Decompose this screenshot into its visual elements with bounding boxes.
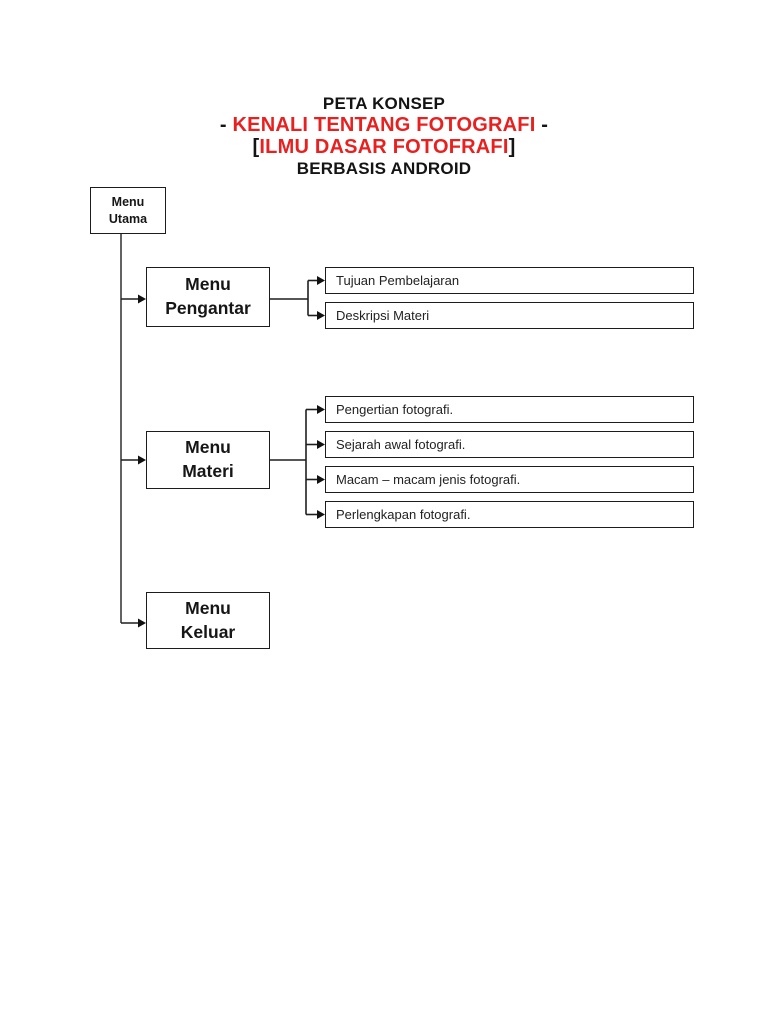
- title-line-3-close-bracket: ]: [508, 136, 516, 158]
- leaf-deskripsi-materi: Deskripsi Materi: [325, 302, 694, 329]
- arrow-to-tujuan-pembelajaran: [308, 276, 325, 285]
- node-menu-pengantar: Menu Pengantar: [146, 267, 270, 327]
- node-menu-materi: Menu Materi: [146, 431, 270, 489]
- arrow-to-deskripsi-materi: [308, 311, 325, 320]
- arrow-to-sejarah-awal-fotografi: [306, 440, 325, 449]
- arrow-to-menu-pengantar: [121, 294, 146, 304]
- diagram-title-block: PETA KONSEP - KENALI TENTANG FOTOGRAFI -…: [0, 93, 768, 179]
- leaf-macam-macam-jenis-fotografi: Macam – macam jenis fotografi.: [325, 466, 694, 493]
- node-menu-keluar: Menu Keluar: [146, 592, 270, 649]
- leaf-tujuan-pembelajaran: Tujuan Pembelajaran: [325, 267, 694, 294]
- title-line-4: BERBASIS ANDROID: [296, 159, 472, 178]
- title-line-2-prefix: -: [219, 114, 233, 136]
- arrow-to-menu-materi: [121, 455, 146, 465]
- title-line-3-text: ILMU DASAR FOTOFRAFI: [259, 136, 509, 158]
- materi-subtree-connector: [270, 409, 307, 515]
- leaf-perlengkapan-fotografi: Perlengkapan fotografi.: [325, 501, 694, 528]
- arrow-to-perlengkapan-fotografi: [306, 510, 325, 519]
- arrow-to-menu-keluar: [121, 618, 146, 628]
- leaf-sejarah-awal-fotografi: Sejarah awal fotografi.: [325, 431, 694, 458]
- node-menu-utama: Menu Utama: [90, 187, 166, 234]
- leaf-pengertian-fotografi: Pengertian fotografi.: [325, 396, 694, 423]
- title-line-2-text: KENALI TENTANG FOTOGRAFI: [232, 114, 536, 136]
- arrow-to-macam-macam-jenis-fotografi: [306, 475, 325, 484]
- title-line-3: [ILMU DASAR FOTOFRAFI]: [0, 136, 768, 158]
- title-line-2-suffix: -: [535, 114, 549, 136]
- arrow-to-pengertian-fotografi: [306, 405, 325, 414]
- title-line-3-open-bracket: [: [252, 136, 260, 158]
- title-line-1: PETA KONSEP: [322, 94, 446, 113]
- title-line-2: - KENALI TENTANG FOTOGRAFI -: [0, 114, 768, 136]
- pengantar-subtree-connector: [270, 280, 309, 316]
